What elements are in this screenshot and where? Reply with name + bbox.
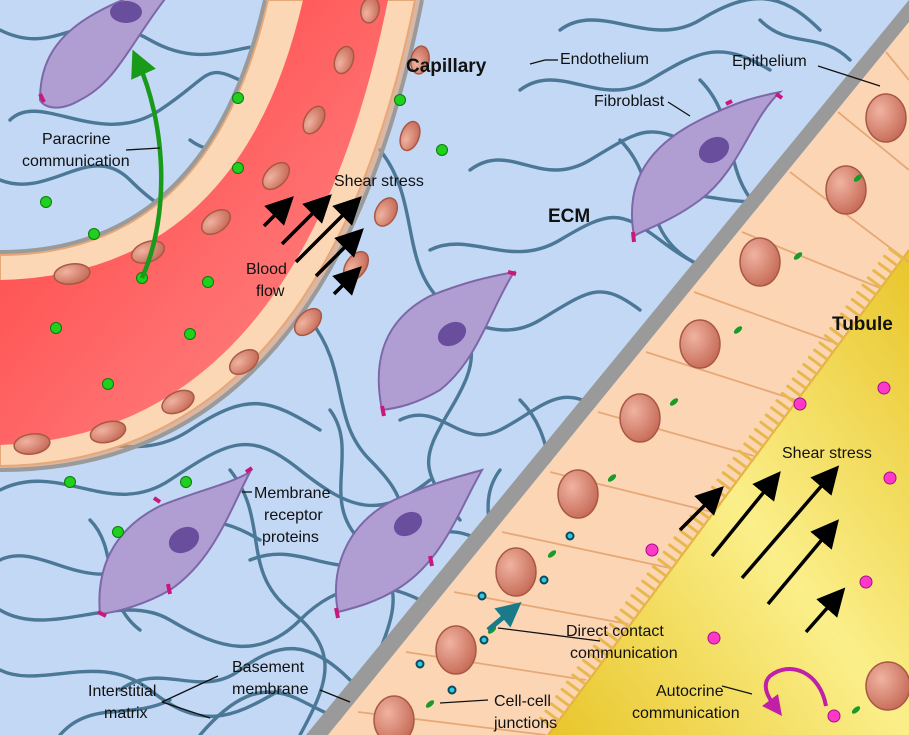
- epithelial-cell-icon: [826, 166, 866, 214]
- signal-molecule-icon: [541, 577, 548, 584]
- signal-molecule-icon: [479, 593, 486, 600]
- label-junctions-1: Cell-cell: [494, 693, 551, 710]
- signal-molecule-icon: [860, 576, 872, 588]
- epithelial-cell-icon: [866, 94, 906, 142]
- label-basement-2: membrane: [232, 681, 309, 698]
- signal-molecule-icon: [708, 632, 720, 644]
- signal-molecule-icon: [395, 95, 406, 106]
- label-endothelium: Endothelium: [560, 51, 649, 68]
- signal-molecule-icon: [185, 329, 196, 340]
- label-autocrine-2: communication: [632, 705, 740, 722]
- signal-molecule-icon: [89, 229, 100, 240]
- signal-molecule-icon: [646, 544, 658, 556]
- label-tubule: Tubule: [832, 314, 893, 335]
- label-membrane-1: Membrane: [254, 485, 331, 502]
- signal-molecule-icon: [203, 277, 214, 288]
- signal-molecule-icon: [437, 145, 448, 156]
- label-direct-contact-2: communication: [570, 645, 678, 662]
- signal-molecule-icon: [794, 398, 806, 410]
- epithelial-cell-icon: [374, 696, 414, 735]
- label-direct-contact-1: Direct contact: [566, 623, 664, 640]
- epithelial-cell-icon: [680, 320, 720, 368]
- signal-molecule-icon: [449, 687, 456, 694]
- label-junctions-2: junctions: [493, 715, 557, 732]
- signal-molecule-icon: [884, 472, 896, 484]
- signal-molecule-icon: [878, 382, 890, 394]
- label-membrane-3: proteins: [262, 529, 319, 546]
- label-shear-stress-capillary: Shear stress: [334, 173, 424, 190]
- epithelial-cell-icon: [496, 548, 536, 596]
- label-interstitial-2: matrix: [104, 705, 148, 722]
- epithelial-cell-icon: [866, 662, 909, 710]
- signal-molecule-icon: [103, 379, 114, 390]
- signal-molecule-icon: [828, 710, 840, 722]
- signal-molecule-icon: [233, 93, 244, 104]
- signal-molecule-icon: [417, 661, 424, 668]
- label-autocrine-1: Autocrine: [656, 683, 724, 700]
- label-blood-flow-2: flow: [256, 283, 285, 300]
- label-ecm: ECM: [548, 206, 590, 227]
- label-blood-flow-1: Blood: [246, 261, 287, 278]
- label-epithelium: Epithelium: [732, 53, 807, 70]
- label-paracrine-2: communication: [22, 153, 130, 170]
- signal-molecule-icon: [233, 163, 244, 174]
- label-paracrine-1: Paracrine: [42, 131, 111, 148]
- signal-molecule-icon: [41, 197, 52, 208]
- epithelial-cell-icon: [740, 238, 780, 286]
- label-fibroblast: Fibroblast: [594, 93, 665, 110]
- epithelial-cell-icon: [558, 470, 598, 518]
- label-interstitial-1: Interstitial: [88, 683, 156, 700]
- epithelial-cell-icon: [436, 626, 476, 674]
- signal-molecule-icon: [567, 533, 574, 540]
- label-basement-1: Basement: [232, 659, 305, 676]
- signal-molecule-icon: [51, 323, 62, 334]
- signal-molecule-icon: [65, 477, 76, 488]
- label-membrane-2: receptor: [264, 507, 323, 524]
- signal-molecule-icon: [113, 527, 124, 538]
- signal-molecule-icon: [481, 637, 488, 644]
- label-capillary: Capillary: [406, 56, 487, 77]
- epithelial-cell-icon: [620, 394, 660, 442]
- signal-molecule-icon: [181, 477, 192, 488]
- label-shear-stress-tubule: Shear stress: [782, 445, 872, 462]
